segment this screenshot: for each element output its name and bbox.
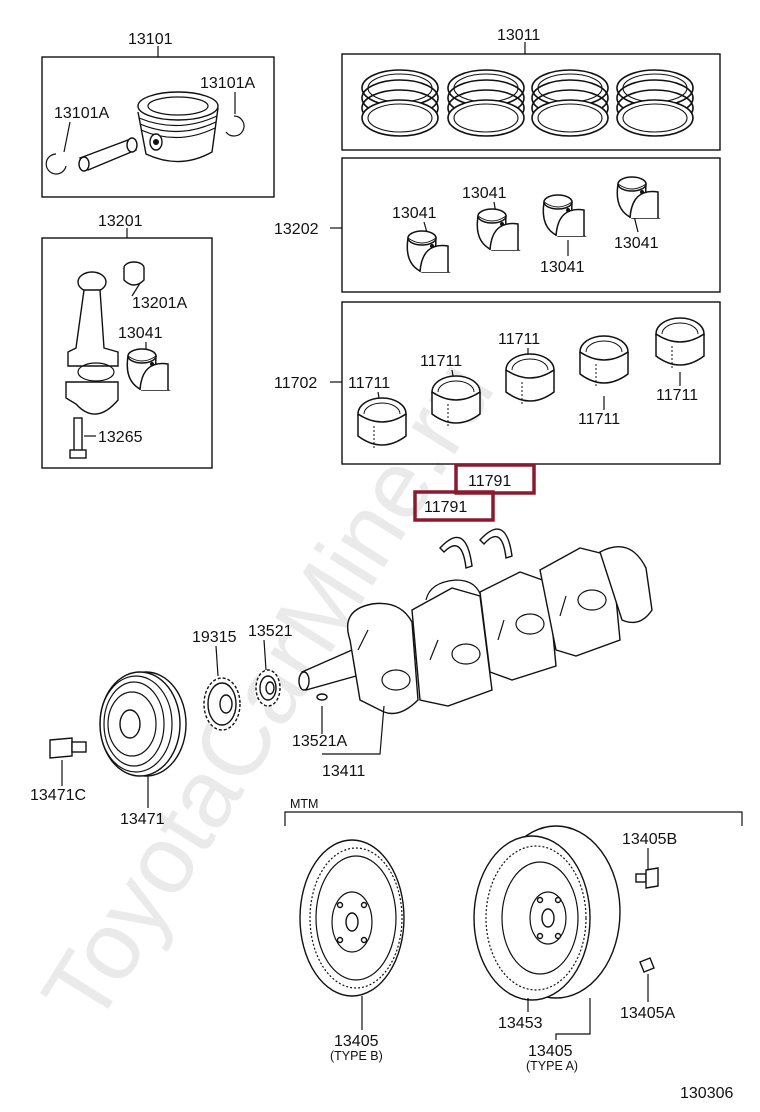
pulley-bolt-icon (49, 737, 87, 759)
rod-bearing-label[interactable]: 13041 (118, 325, 163, 342)
thrust-washer-icon (479, 528, 513, 559)
flywheel-a-type: (TYPE A) (526, 1059, 578, 1073)
pulley-bolt-label[interactable]: 13471C (30, 787, 86, 804)
piston-pin-icon (78, 137, 138, 172)
piston-pin-clip-right-label[interactable]: 13101A (200, 75, 255, 92)
main-bearings-group[interactable]: 11702 11711 11711 11711 11711 11711 (274, 301, 721, 465)
mtm-section-title: MTM (290, 797, 318, 811)
rod-bolt-icon (69, 417, 87, 459)
connecting-rod-group[interactable]: 13201 13201A 13041 13265 (41, 213, 213, 469)
thrust-washer-icon (439, 536, 473, 569)
rod-bearing-icon (542, 194, 585, 237)
rod-bearing-icon (406, 230, 449, 273)
piston-part-number[interactable]: 13101 (128, 31, 173, 48)
piston-icon (137, 91, 219, 163)
rod-bolt-label[interactable]: 13265 (98, 429, 143, 446)
crank-key-a-label[interactable]: 13521A (292, 733, 347, 750)
piston-pin-clip-left-label[interactable]: 13101A (54, 105, 109, 122)
timing-gear-label[interactable]: 19315 (192, 629, 237, 646)
flywheel-type-a-icon (473, 825, 621, 1001)
main-bearing-icon (357, 397, 407, 449)
main-bearing-icon (655, 317, 705, 369)
piston-ring-icon (616, 69, 694, 137)
pulley-label[interactable]: 13471 (120, 811, 165, 828)
main-bearings-part-number[interactable]: 11702 (274, 375, 317, 392)
thrust-washer-upper-label[interactable]: 11791 (468, 473, 511, 490)
main-bearing-label[interactable]: 11711 (578, 411, 620, 428)
crankshaft-label[interactable]: 13411 (322, 763, 365, 780)
rod-bearings-group[interactable]: 13202 13041 13041 13041 13041 (274, 157, 721, 293)
diagram-reference-number: 130306 (680, 1085, 733, 1102)
main-bearing-label[interactable]: 11711 (420, 353, 462, 370)
rings-box (341, 53, 721, 151)
flywheel-b-label[interactable]: 13405 (334, 1033, 379, 1050)
rod-bearings-part-number[interactable]: 13202 (274, 221, 319, 238)
rod-bearing-icon (476, 208, 519, 251)
connecting-rod-icon (65, 271, 119, 415)
pin-clip-icon (45, 153, 67, 175)
rod-bushing-icon (123, 261, 145, 286)
main-bearing-label[interactable]: 11711 (656, 387, 698, 404)
timing-gear-icon (203, 677, 241, 731)
main-bearing-label[interactable]: 11711 (348, 375, 390, 392)
rod-bearings-box (341, 157, 721, 293)
piston-rings-group[interactable]: 13011 (341, 27, 721, 151)
crank-pulley-icon (99, 671, 187, 777)
woodruff-key-icon (316, 693, 328, 701)
dowel-pin-label[interactable]: 13405A (620, 1005, 675, 1022)
crankshaft-icon (298, 546, 653, 715)
flywheel-type-b-icon (299, 839, 405, 997)
rod-bearing-icon (616, 176, 659, 219)
piston-ring-icon (361, 69, 439, 137)
pin-clip-icon (225, 115, 245, 137)
thrust-washer-highlight (454, 463, 536, 495)
main-bearing-label[interactable]: 11711 (498, 331, 540, 348)
rod-part-number[interactable]: 13201 (98, 213, 143, 230)
flywheel-bolt-icon (635, 867, 659, 889)
dowel-pin-icon (639, 957, 655, 973)
rod-bushing-label[interactable]: 13201A (132, 295, 187, 312)
flywheel-section[interactable]: MTM 13405 (TYPE B) (284, 797, 743, 1073)
rod-bearing-label[interactable]: 13041 (392, 205, 437, 222)
rod-bearing-label[interactable]: 13041 (614, 235, 659, 252)
thrust-washer-highlight (413, 490, 495, 522)
piston-ring-icon (447, 69, 525, 137)
rings-part-number[interactable]: 13011 (497, 27, 540, 44)
thrust-washer-lower-label[interactable]: 11791 (424, 499, 467, 516)
ring-gear-label[interactable]: 13453 (498, 1015, 543, 1032)
flywheel-bolt-label[interactable]: 13405B (622, 831, 677, 848)
thrust-washers-group[interactable]: 11791 11791 (413, 463, 536, 569)
crank-key-icon (255, 669, 281, 707)
piston-ring-icon (531, 69, 609, 137)
rod-bearing-label[interactable]: 13041 (462, 185, 507, 202)
piston-group[interactable]: 13101 13101A 13101A (41, 31, 275, 198)
flywheel-a-label[interactable]: 13405 (528, 1043, 573, 1060)
main-bearing-icon (431, 375, 481, 427)
flywheel-b-type: (TYPE B) (330, 1049, 383, 1063)
main-bearing-icon (579, 335, 629, 387)
rod-bearing-icon (126, 348, 169, 391)
crank-front-parts-group[interactable]: 19315 13521 13521A 13411 13471 (30, 623, 385, 828)
main-bearing-icon (505, 353, 555, 405)
crank-key-label[interactable]: 13521 (248, 623, 293, 640)
rod-bearing-label[interactable]: 13041 (540, 259, 585, 276)
